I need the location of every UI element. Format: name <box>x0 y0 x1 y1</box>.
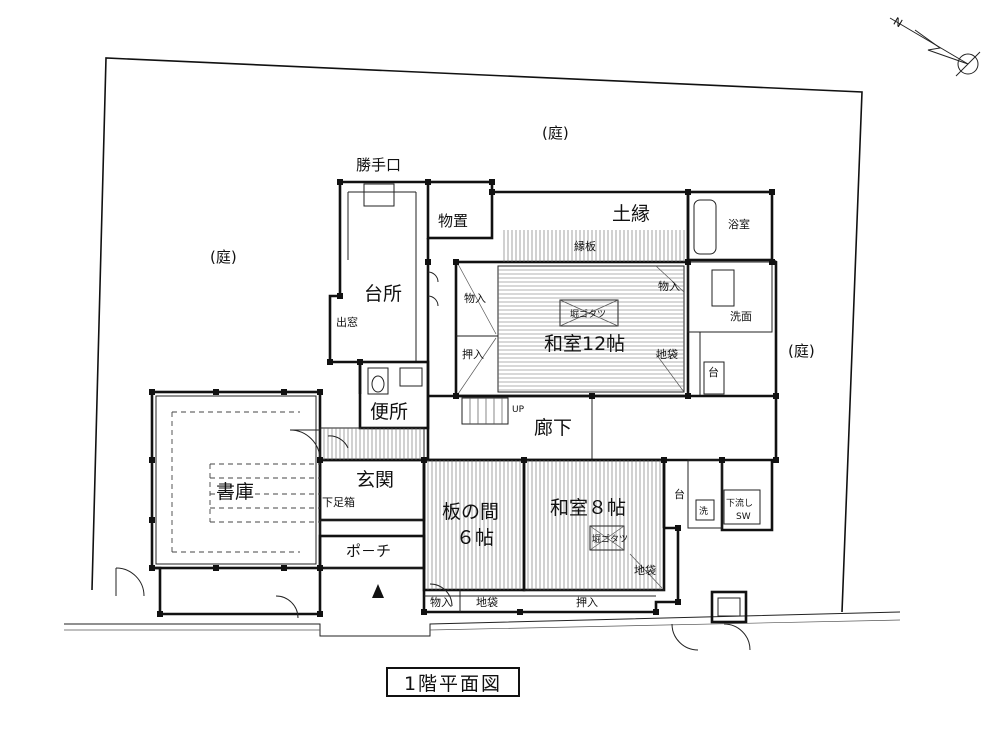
room-labels: (庭) (庭) (庭) 勝手口 物置 土縁 縁板 浴室 台所 出窓 物入 押入 … <box>210 124 815 609</box>
garden-right-label: (庭) <box>788 342 815 360</box>
monoire-c-label: 物入 <box>430 595 452 609</box>
doen-label: 土縁 <box>612 203 650 225</box>
oshiire-b-label: 押入 <box>576 595 598 609</box>
daidokoro-label: 台所 <box>364 283 402 305</box>
jibukuro-a-label: 地袋 <box>656 347 678 361</box>
porch-label: ポ－チ <box>346 542 391 560</box>
monoire-b-label: 物入 <box>658 279 680 293</box>
itanoma-label-2: ６帖 <box>456 527 494 549</box>
rouka-label: 廊下 <box>534 417 572 439</box>
washitsu12-label: 和室12帖 <box>544 333 625 355</box>
garden-left-label: (庭) <box>210 248 237 266</box>
enita-label: 縁板 <box>574 239 596 253</box>
door-swings <box>115 271 751 651</box>
senmen-label: 洗面 <box>730 310 752 323</box>
shoko-label: 書庫 <box>216 481 254 503</box>
closet-marks <box>457 263 685 589</box>
dai-b-label: 台 <box>674 487 685 501</box>
shitanagashi-label: 下流し <box>726 497 753 509</box>
dai-a-label: 台 <box>708 365 719 379</box>
garden-top-label: (庭) <box>542 124 569 142</box>
plan-title: 1階平面図 <box>386 667 520 697</box>
lot-boundary-front <box>64 611 901 637</box>
plan-title-text: 1階平面図 <box>403 672 503 695</box>
getabako-label: 下足箱 <box>322 495 355 509</box>
north-arrow: N <box>889 15 981 77</box>
horigotatsu-a-label: 堀ゴタツ <box>570 308 606 320</box>
horigotatsu-8 <box>589 525 625 551</box>
front-line <box>429 619 901 631</box>
jibukuro-b-label: 地袋 <box>634 563 656 577</box>
katteguchi-label: 勝手口 <box>356 156 401 174</box>
lot-boundary <box>91 57 863 613</box>
monoire-a-label: 物入 <box>464 291 486 305</box>
entry-arrow <box>372 584 384 598</box>
tatami-pattern <box>323 230 685 590</box>
genkan-label: 玄関 <box>356 469 394 491</box>
oshiire-a-label: 押入 <box>462 347 484 361</box>
itanoma-label-1: 板の間 <box>442 501 499 523</box>
jibukuro-c-label: 地袋 <box>476 595 498 609</box>
posts <box>149 179 779 617</box>
benjo-label: 便所 <box>370 401 408 423</box>
yokushitsu-label: 浴室 <box>728 217 750 231</box>
north-label: N <box>891 15 905 30</box>
monooki-label: 物置 <box>438 212 468 230</box>
library-shelves <box>171 411 320 553</box>
demado-label: 出窓 <box>336 315 358 329</box>
horigotatsu-b-label: 堀ゴタツ <box>592 533 628 545</box>
sw-label: SW <box>736 512 751 522</box>
stairs <box>461 397 509 425</box>
up-label: UP <box>512 405 525 415</box>
sen-label: 洗 <box>699 505 708 517</box>
horigotatsu-12 <box>559 299 619 327</box>
washitsu8-label: 和室８帖 <box>550 497 626 519</box>
